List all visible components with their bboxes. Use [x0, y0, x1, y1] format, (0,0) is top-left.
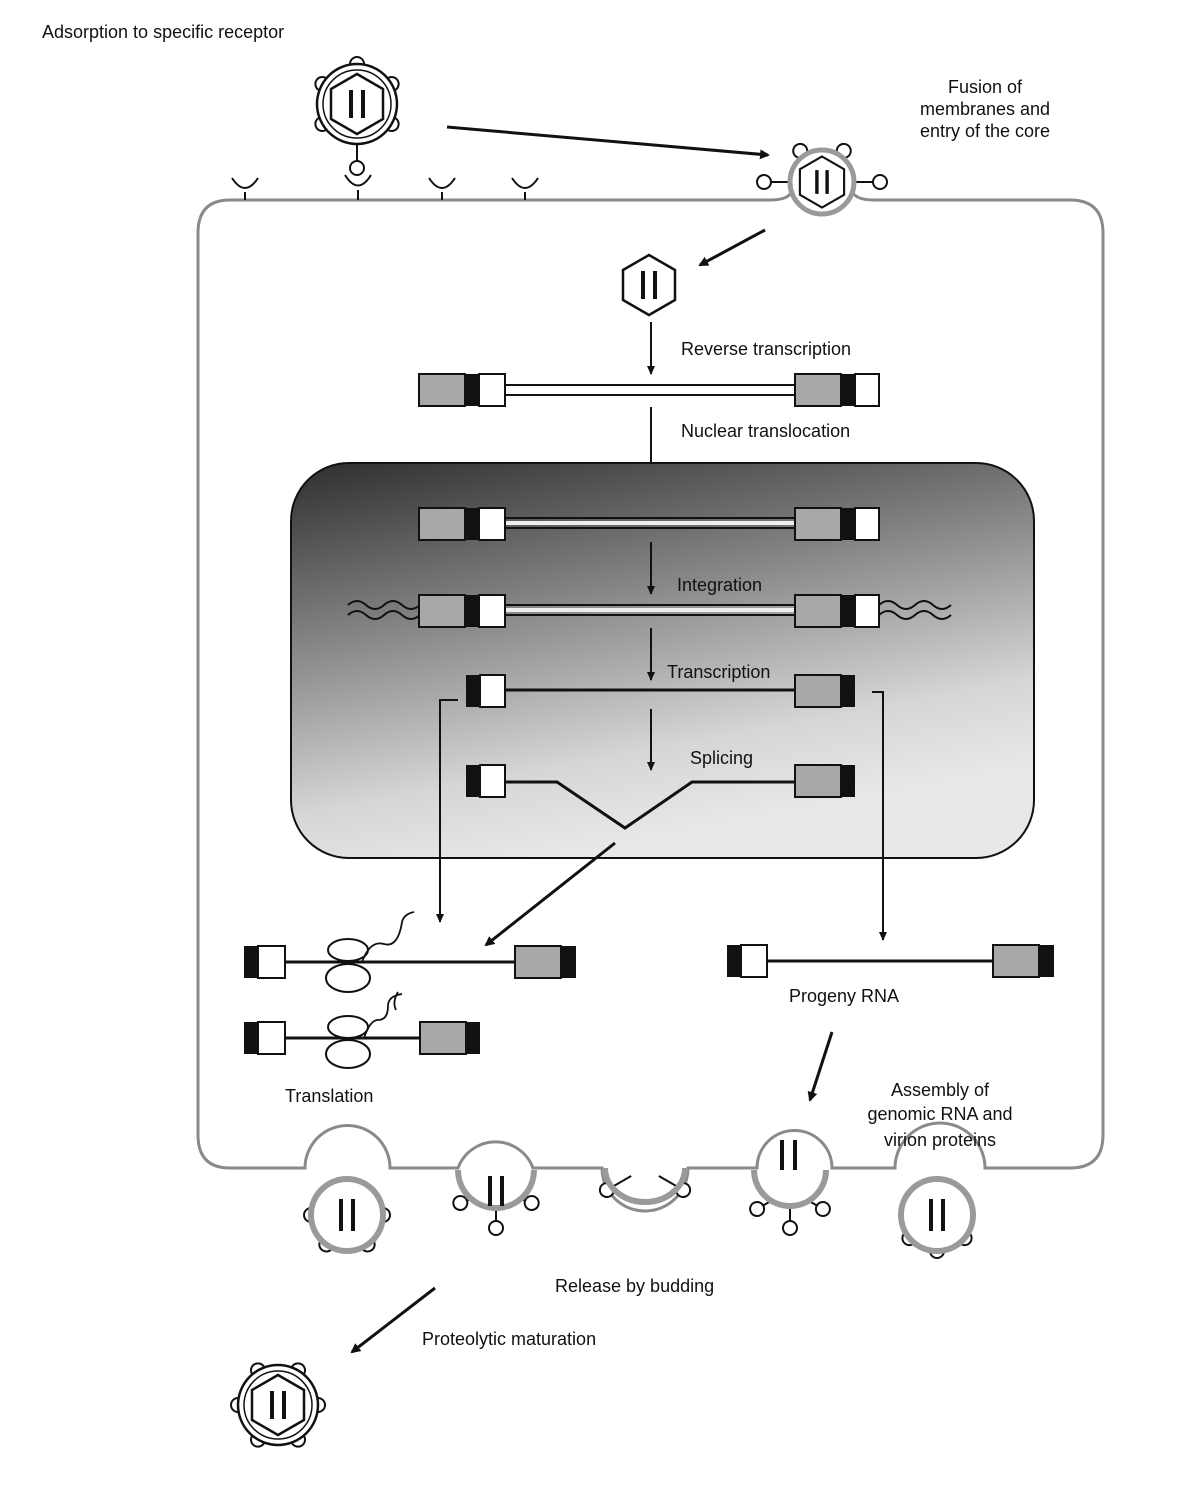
budding-virion-1: [304, 1179, 390, 1254]
assembling-genome: [782, 1140, 795, 1170]
label-transcription: Transcription: [667, 662, 770, 682]
label-release: Release by budding: [555, 1276, 714, 1296]
translation-mrna-1: [244, 912, 576, 992]
label-nuclear-translocation: Nuclear translocation: [681, 421, 850, 441]
label-integration: Integration: [677, 575, 762, 595]
arrow-adsorption-to-fusion: [447, 127, 768, 155]
svg-text:membranes and: membranes and: [920, 99, 1050, 119]
label-assembly: Assembly of genomic RNA and virion prote…: [867, 1080, 1012, 1150]
budding-virion-5: [900, 1179, 975, 1258]
svg-text:Assembly of: Assembly of: [891, 1080, 990, 1100]
label-reverse-transcription: Reverse transcription: [681, 339, 851, 359]
translation-mrna-2: [244, 992, 480, 1068]
fusing-virion: [757, 141, 887, 214]
svg-text:virion proteins: virion proteins: [884, 1130, 996, 1150]
label-maturation: Proteolytic maturation: [422, 1329, 596, 1349]
arrow-assembly: [810, 1032, 832, 1100]
adsorbing-virion: [313, 57, 401, 175]
released-core: [623, 255, 675, 315]
label-adsorption: Adsorption to specific receptor: [42, 22, 284, 42]
mature-virion: [231, 1361, 325, 1449]
label-translation: Translation: [285, 1086, 373, 1106]
svg-text:Fusion of: Fusion of: [948, 77, 1023, 97]
proviral-dna-cytoplasm: [419, 374, 879, 406]
arrow-entry: [700, 230, 765, 265]
budding-virion-4: [748, 1170, 833, 1235]
budding-virion-2: [451, 1170, 540, 1235]
svg-text:entry of the core: entry of the core: [920, 121, 1050, 141]
label-progeny-rna: Progeny RNA: [789, 986, 899, 1006]
label-fusion: Fusion of membranes and entry of the cor…: [920, 77, 1050, 141]
svg-text:genomic RNA and: genomic RNA and: [867, 1104, 1012, 1124]
receptors: [232, 175, 538, 200]
label-splicing: Splicing: [690, 748, 753, 768]
ribosome-icon: [326, 939, 370, 992]
progeny-rna: [727, 945, 1054, 977]
ribosome-icon: [326, 1016, 370, 1068]
